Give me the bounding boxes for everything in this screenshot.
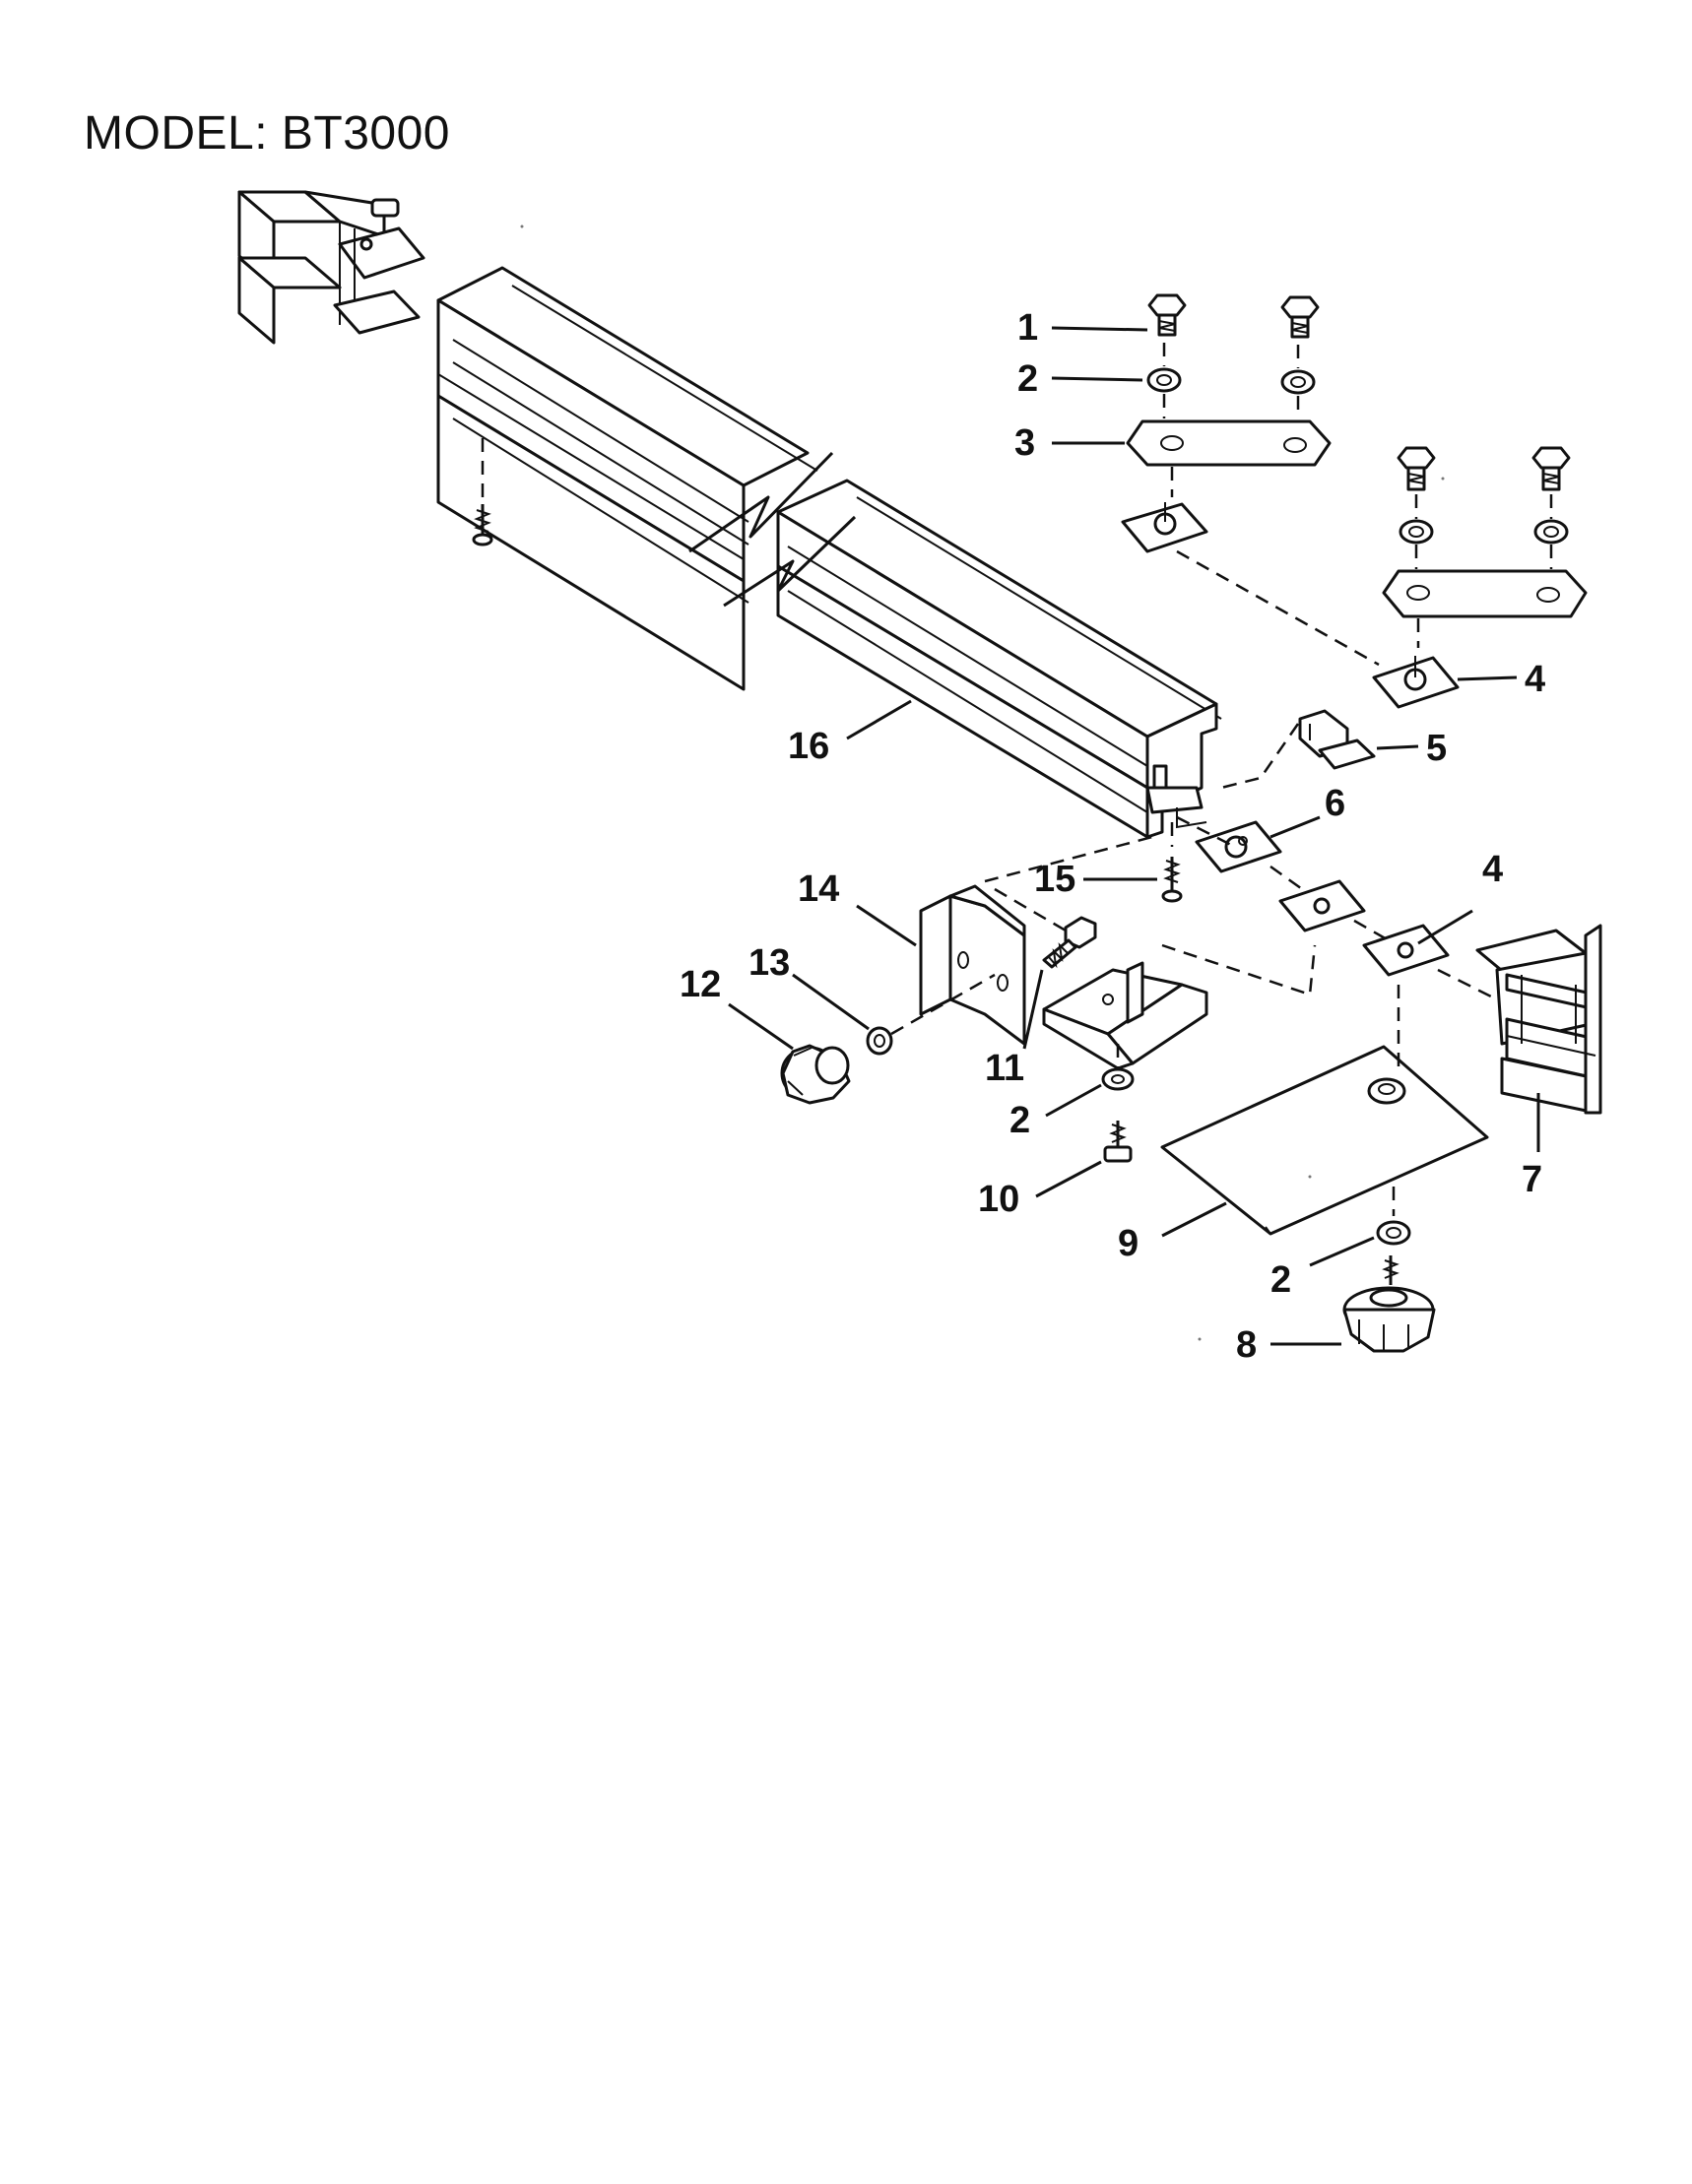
callout-2-mid: 2 [1009, 1100, 1030, 1141]
model-title: MODEL: BT3000 [84, 107, 450, 160]
bolt-1a [1147, 293, 1187, 337]
washer-2b [1280, 369, 1316, 395]
washer-2a [1146, 367, 1182, 393]
bolt-right-b [1531, 446, 1571, 491]
end-bracket-top-left [237, 190, 425, 345]
plate-3-upper [1126, 419, 1332, 467]
callout-10: 10 [978, 1179, 1019, 1220]
bracket-14 [919, 884, 1026, 1046]
bolt-11 [1042, 916, 1097, 969]
clip-5 [1298, 709, 1376, 770]
nut-plate-upper [1121, 502, 1208, 553]
washer-13 [866, 1026, 893, 1056]
knob-8 [1342, 1255, 1436, 1353]
washer-2-mid [1101, 1067, 1135, 1091]
screw-10 [1103, 1121, 1133, 1163]
callout-9: 9 [1118, 1223, 1139, 1264]
bolt-1b [1280, 295, 1320, 339]
callout-4-lower: 4 [1482, 849, 1503, 890]
callout-13: 13 [748, 942, 790, 984]
lock-plate-6 [1195, 820, 1282, 873]
callout-15: 15 [1034, 859, 1075, 900]
callout-1: 1 [1017, 307, 1038, 349]
callout-2-lower: 2 [1270, 1259, 1291, 1301]
callout-5: 5 [1426, 728, 1447, 769]
nut-plate-mid [1278, 879, 1366, 932]
knob-12 [780, 1044, 851, 1105]
callout-14: 14 [798, 868, 839, 910]
nut-plate-4-upper [1372, 656, 1460, 709]
screw-15 [1161, 822, 1183, 903]
callout-3: 3 [1014, 422, 1035, 464]
rail-extrusion [436, 266, 1222, 839]
plate-right [1382, 569, 1588, 618]
slide-bracket [1042, 961, 1208, 1070]
callout-16: 16 [788, 726, 829, 767]
washer-2-lower [1376, 1220, 1411, 1246]
callout-8: 8 [1236, 1324, 1257, 1366]
callout-2: 2 [1017, 358, 1038, 400]
callout-12: 12 [680, 964, 721, 1005]
callout-7: 7 [1522, 1159, 1542, 1200]
callout-11: 11 [985, 1048, 1024, 1089]
end-bracket-right [1475, 924, 1602, 1115]
screw-left-rail [472, 438, 493, 546]
leader-lines [728, 326, 1540, 1346]
callouts: 1 2 3 4 5 16 6 15 4 14 13 12 11 2 10 9 7… [680, 307, 1545, 1366]
callout-4: 4 [1525, 659, 1545, 700]
bolt-right-a [1397, 446, 1436, 491]
base-plate-9 [1160, 1045, 1489, 1236]
callout-6: 6 [1325, 783, 1345, 824]
